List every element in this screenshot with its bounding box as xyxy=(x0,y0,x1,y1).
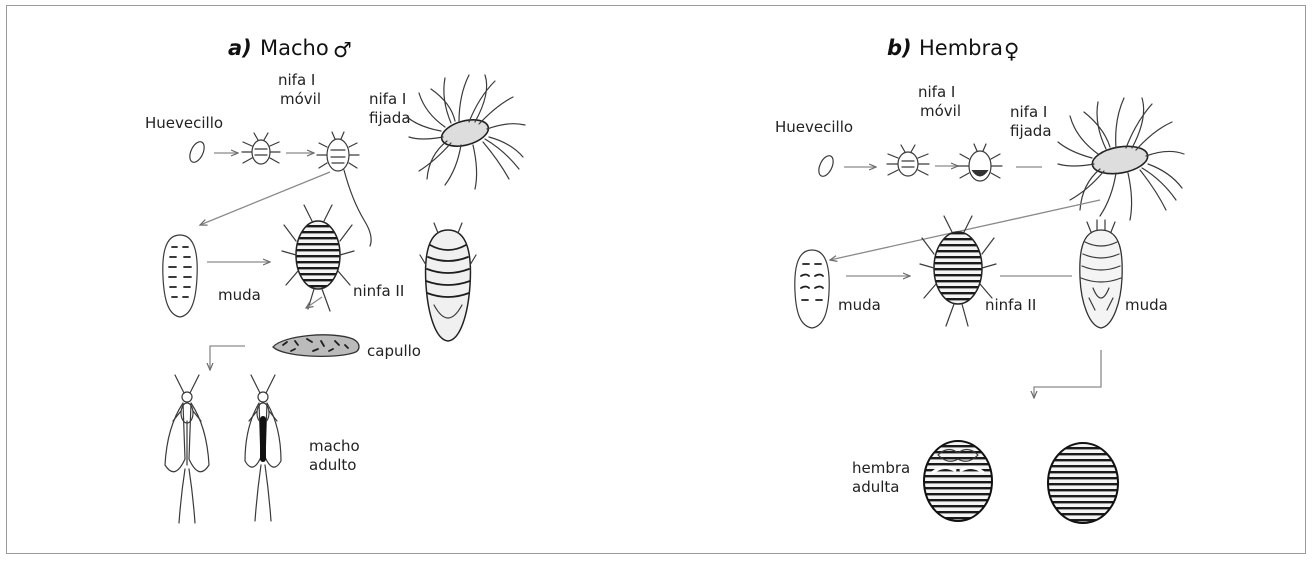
macho-label-huevecillo: Huevecillo xyxy=(145,114,223,132)
female-adult-icon-1 xyxy=(924,441,992,521)
hembra-label-huevecillo: Huevecillo xyxy=(775,118,853,136)
waxy-nymph-icon xyxy=(407,75,525,189)
hembra-label-nifa-movil-2: móvil xyxy=(920,102,961,120)
muda-icon-b xyxy=(795,250,829,328)
hembra-label-adulta-2: adulta xyxy=(852,478,899,496)
fixed-nymph-icon-b xyxy=(958,144,1002,181)
macho-label-nifa-movil-2: móvil xyxy=(280,90,321,108)
hembra-title: Hembra xyxy=(919,36,1003,60)
nymph-filament xyxy=(344,170,371,246)
mobile-nymph-icon xyxy=(242,133,280,164)
waxy-nymph-icon-b xyxy=(1058,98,1184,220)
muda2-icon-b xyxy=(1080,220,1122,328)
macho-label-ninfa2: ninfa II xyxy=(353,282,404,300)
male-adult-icon-1 xyxy=(165,375,209,523)
male-symbol-icon: ♂ xyxy=(333,38,352,62)
panel-macho: a) Macho ♂ Huevecillo nifa I móvil nifa … xyxy=(145,36,525,523)
arrow-muda2-to-adult-b xyxy=(1034,350,1101,398)
egg-icon xyxy=(816,153,836,178)
male-adult-icon-2 xyxy=(245,375,281,521)
hembra-label-adulta-1: hembra xyxy=(852,459,910,477)
macho-label-nifa-fijada-1: nifa I xyxy=(369,90,406,108)
prepupa-icon xyxy=(420,223,476,341)
arrow-ninfa2-to-capullo xyxy=(306,297,322,308)
macho-label-adulto-1: macho xyxy=(309,437,360,455)
hembra-label-nifa-movil-1: nifa I xyxy=(918,83,955,101)
ninfa2-icon xyxy=(282,205,354,311)
egg-icon xyxy=(187,139,207,164)
capullo-icon xyxy=(273,335,359,357)
macho-label-adulto-2: adulto xyxy=(309,456,356,474)
macho-letter: a) xyxy=(228,36,252,60)
hembra-label-ninfa2: ninfa II xyxy=(985,296,1036,314)
fixed-nymph-icon xyxy=(317,132,359,171)
mobile-nymph-icon-b xyxy=(887,145,929,176)
macho-label-capullo: capullo xyxy=(367,342,421,360)
female-adult-icon-2 xyxy=(1048,443,1118,523)
macho-title: Macho xyxy=(260,36,329,60)
hembra-label-nifa-fijada-2: fijada xyxy=(1010,122,1052,140)
macho-label-nifa-movil-1: nifa I xyxy=(278,71,315,89)
hembra-label-muda-1: muda xyxy=(838,296,881,314)
macho-label-nifa-fijada-2: fijada xyxy=(369,109,411,127)
hembra-letter: b) xyxy=(887,36,912,60)
female-symbol-icon: ♀ xyxy=(1004,39,1019,63)
arrow-capullo-to-adult xyxy=(210,346,245,370)
muda-icon xyxy=(163,235,197,317)
hembra-label-nifa-fijada-1: nifa I xyxy=(1010,103,1047,121)
hembra-label-muda-2: muda xyxy=(1125,296,1168,314)
panel-hembra: b) Hembra ♀ Huevecillo nifa I móvil nifa… xyxy=(775,36,1184,523)
macho-label-muda: muda xyxy=(218,286,261,304)
